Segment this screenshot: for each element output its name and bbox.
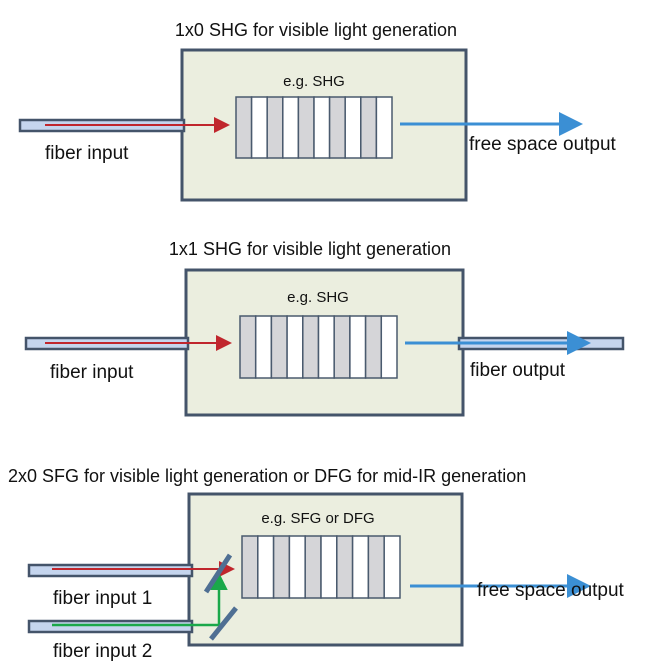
crystal-domain bbox=[313, 96, 331, 159]
dichroic-mirror bbox=[203, 553, 233, 594]
process-label: e.g. SHG bbox=[287, 289, 349, 306]
crystal-domain bbox=[351, 535, 370, 599]
crystal-domain bbox=[317, 315, 335, 379]
crystal-domain bbox=[282, 96, 300, 159]
crystal-domain bbox=[383, 535, 401, 599]
panel-1x1-shg: 1x1 SHG for visible light generation e.g… bbox=[24, 239, 625, 417]
input-fiber-2 bbox=[27, 619, 194, 634]
output-label: free space output bbox=[477, 580, 625, 601]
crystal-domain bbox=[272, 535, 291, 599]
crystal-domain bbox=[286, 315, 304, 379]
crystal-domain bbox=[288, 535, 306, 599]
input-fiber-1 bbox=[27, 563, 194, 578]
output-label: fiber output bbox=[470, 360, 566, 381]
crystal-domain bbox=[344, 96, 362, 159]
panel-2x0-sfg-dfg: 2x0 SFG for visible light generation or … bbox=[8, 466, 625, 662]
panel-title: 1x1 SHG for visible light generation bbox=[169, 239, 451, 259]
ppln-crystal bbox=[241, 535, 401, 599]
crystal-domain bbox=[270, 315, 288, 379]
crystal-domain bbox=[333, 315, 351, 379]
input-beam-green bbox=[52, 572, 228, 627]
ppln-crystal bbox=[239, 315, 398, 379]
input-1-label: fiber input 1 bbox=[53, 588, 152, 609]
crystal-domain bbox=[254, 315, 273, 379]
ppln-crystal bbox=[235, 96, 393, 159]
panel-title: 2x0 SFG for visible light generation or … bbox=[8, 466, 526, 486]
crystal-domain bbox=[266, 96, 284, 159]
input-2-label: fiber input 2 bbox=[53, 641, 152, 662]
crystal-domain bbox=[328, 96, 346, 159]
process-label: e.g. SHG bbox=[283, 73, 345, 90]
crystal-domain bbox=[241, 535, 259, 599]
crystal-domain bbox=[364, 315, 383, 379]
input-label: fiber input bbox=[50, 362, 134, 383]
crystal-domain bbox=[297, 96, 315, 159]
output-label: free space output bbox=[469, 134, 617, 155]
crystal-domain bbox=[250, 96, 268, 159]
crystal-domain bbox=[367, 535, 385, 599]
crystal-domain bbox=[375, 96, 393, 159]
crystal-domain bbox=[360, 96, 378, 159]
panel-1x0-shg: 1x0 SHG for visible light generation e.g… bbox=[18, 20, 617, 202]
input-label: fiber input bbox=[45, 143, 129, 164]
crystal-domain bbox=[349, 315, 367, 379]
crystal-domain bbox=[302, 315, 320, 379]
crystal-domain bbox=[304, 535, 322, 599]
steering-mirror bbox=[209, 606, 238, 641]
crystal-domain bbox=[336, 535, 354, 599]
crystal-domain bbox=[235, 96, 253, 159]
crystal-domain bbox=[239, 315, 257, 379]
crystal-domain bbox=[257, 535, 275, 599]
process-label: e.g. SFG or DFG bbox=[261, 510, 374, 527]
crystal-domain bbox=[380, 315, 398, 379]
crystal-domain bbox=[320, 535, 338, 599]
panel-title: 1x0 SHG for visible light generation bbox=[175, 20, 457, 40]
